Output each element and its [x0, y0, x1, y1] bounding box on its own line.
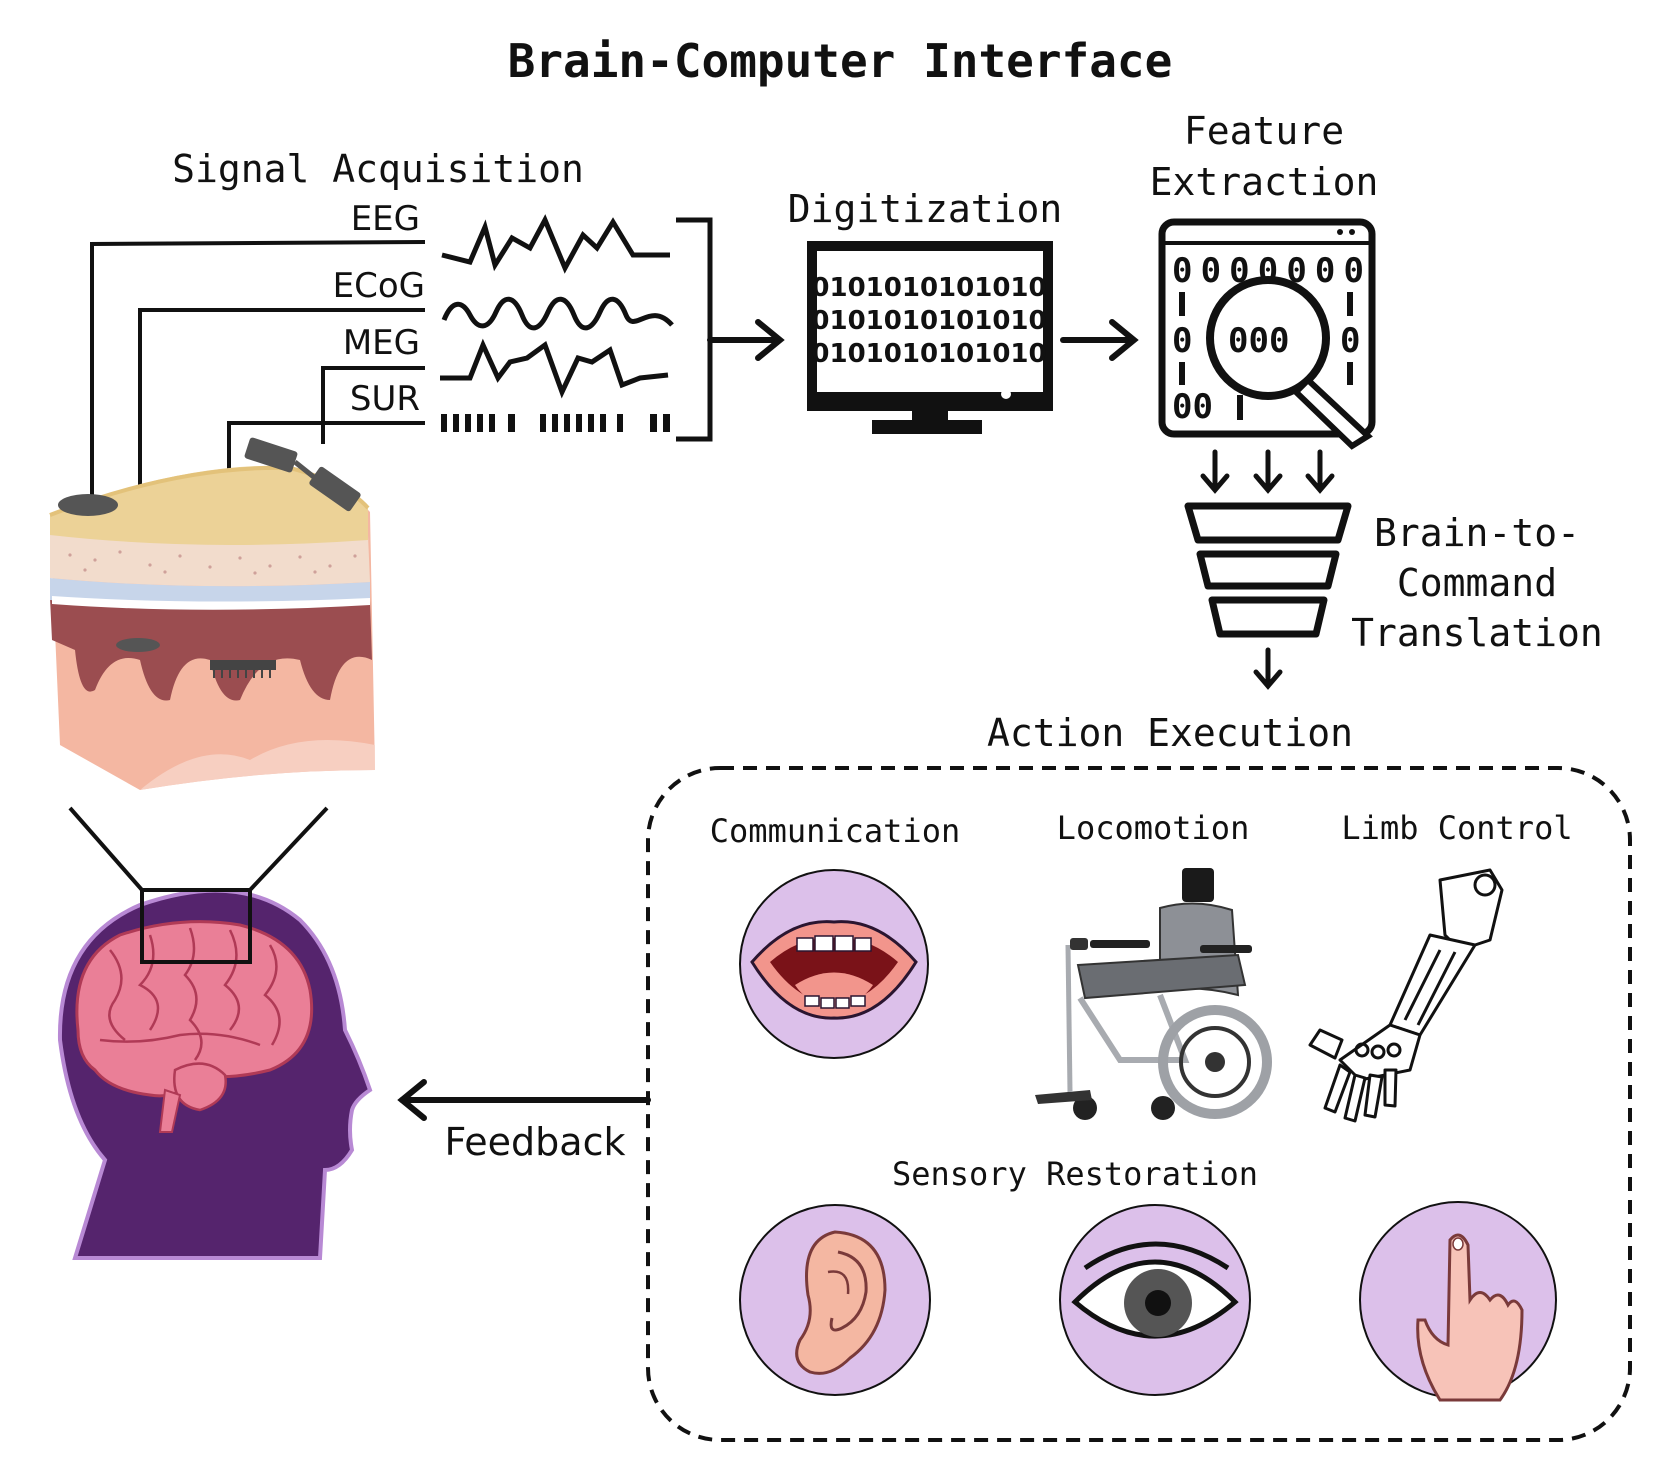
action-item-limb-control: Limb Control: [1341, 809, 1572, 847]
feedback-arrow: [397, 1079, 651, 1121]
feature-extraction-heading-2: Extraction: [1150, 160, 1379, 204]
eeg-waveform: [441, 214, 670, 274]
translation-label-1: Brain-to-: [1374, 511, 1580, 555]
feedback-label: Feedback: [445, 1120, 626, 1164]
translation-label-3: Translation: [1351, 611, 1603, 655]
ear-icon: [739, 1204, 931, 1396]
binary-line-2: 0101010101010: [811, 306, 1046, 336]
head-silhouette: [57, 806, 373, 1260]
signal-bracket: [676, 217, 713, 442]
monitor-icon: [807, 241, 1053, 434]
feature-extraction-heading-1: Feature: [1184, 109, 1344, 153]
cortex-cross-section: [49, 437, 375, 790]
arrow-to-feature-extraction: [1060, 319, 1139, 361]
eeg-electrode: [58, 494, 118, 516]
finger-icon: [1359, 1201, 1557, 1402]
svg-text:00: 00: [1172, 387, 1213, 427]
zoom-box: [140, 888, 252, 964]
ecog-electrode: [116, 638, 160, 652]
action-execution-box: [646, 766, 1632, 1442]
robotic-arm-icon: [1308, 868, 1504, 1123]
diagram-title: Brain-Computer Interface: [508, 34, 1173, 88]
signal-label-eeg: EEG: [351, 199, 420, 239]
wheelchair-icon: [1035, 868, 1272, 1120]
action-item-locomotion: Locomotion: [1057, 809, 1250, 847]
action-execution-heading: Action Execution: [987, 711, 1353, 755]
action-item-communication: Communication: [710, 812, 960, 850]
down-arrows: [1200, 449, 1335, 494]
magnifier-icon: 0000000 0 0 00 000: [1158, 218, 1376, 450]
mouth-icon: [739, 869, 929, 1059]
signal-label-ecog: ECoG: [333, 266, 425, 306]
signal-label-meg: MEG: [343, 323, 420, 363]
sur-microarray: [210, 660, 276, 678]
svg-text:000: 000: [1228, 321, 1289, 361]
meg-waveform: [440, 338, 669, 399]
funnel-icon: [1184, 502, 1352, 638]
arrow-to-action: [1253, 647, 1283, 690]
meg-sensor: [244, 437, 361, 512]
binary-line-1: 0101010101010: [811, 273, 1046, 303]
signal-label-sur: SUR: [350, 379, 420, 419]
sensory-restoration-heading: Sensory Restoration: [892, 1155, 1258, 1193]
translation-label-2: Command: [1397, 561, 1557, 605]
eye-icon: [1059, 1204, 1251, 1396]
sur-spike-train: [441, 414, 670, 432]
svg-text:0: 0: [1172, 321, 1192, 361]
binary-line-3: 0101010101010: [811, 339, 1046, 369]
brain-icon: [75, 920, 314, 1133]
signal-acquisition-heading: Signal Acquisition: [172, 147, 584, 191]
arrow-to-digitization: [707, 319, 785, 361]
digitization-heading: Digitization: [788, 187, 1063, 231]
ecog-waveform: [441, 296, 674, 331]
svg-text:0: 0: [1340, 321, 1360, 361]
signal-waveforms: [440, 214, 674, 399]
